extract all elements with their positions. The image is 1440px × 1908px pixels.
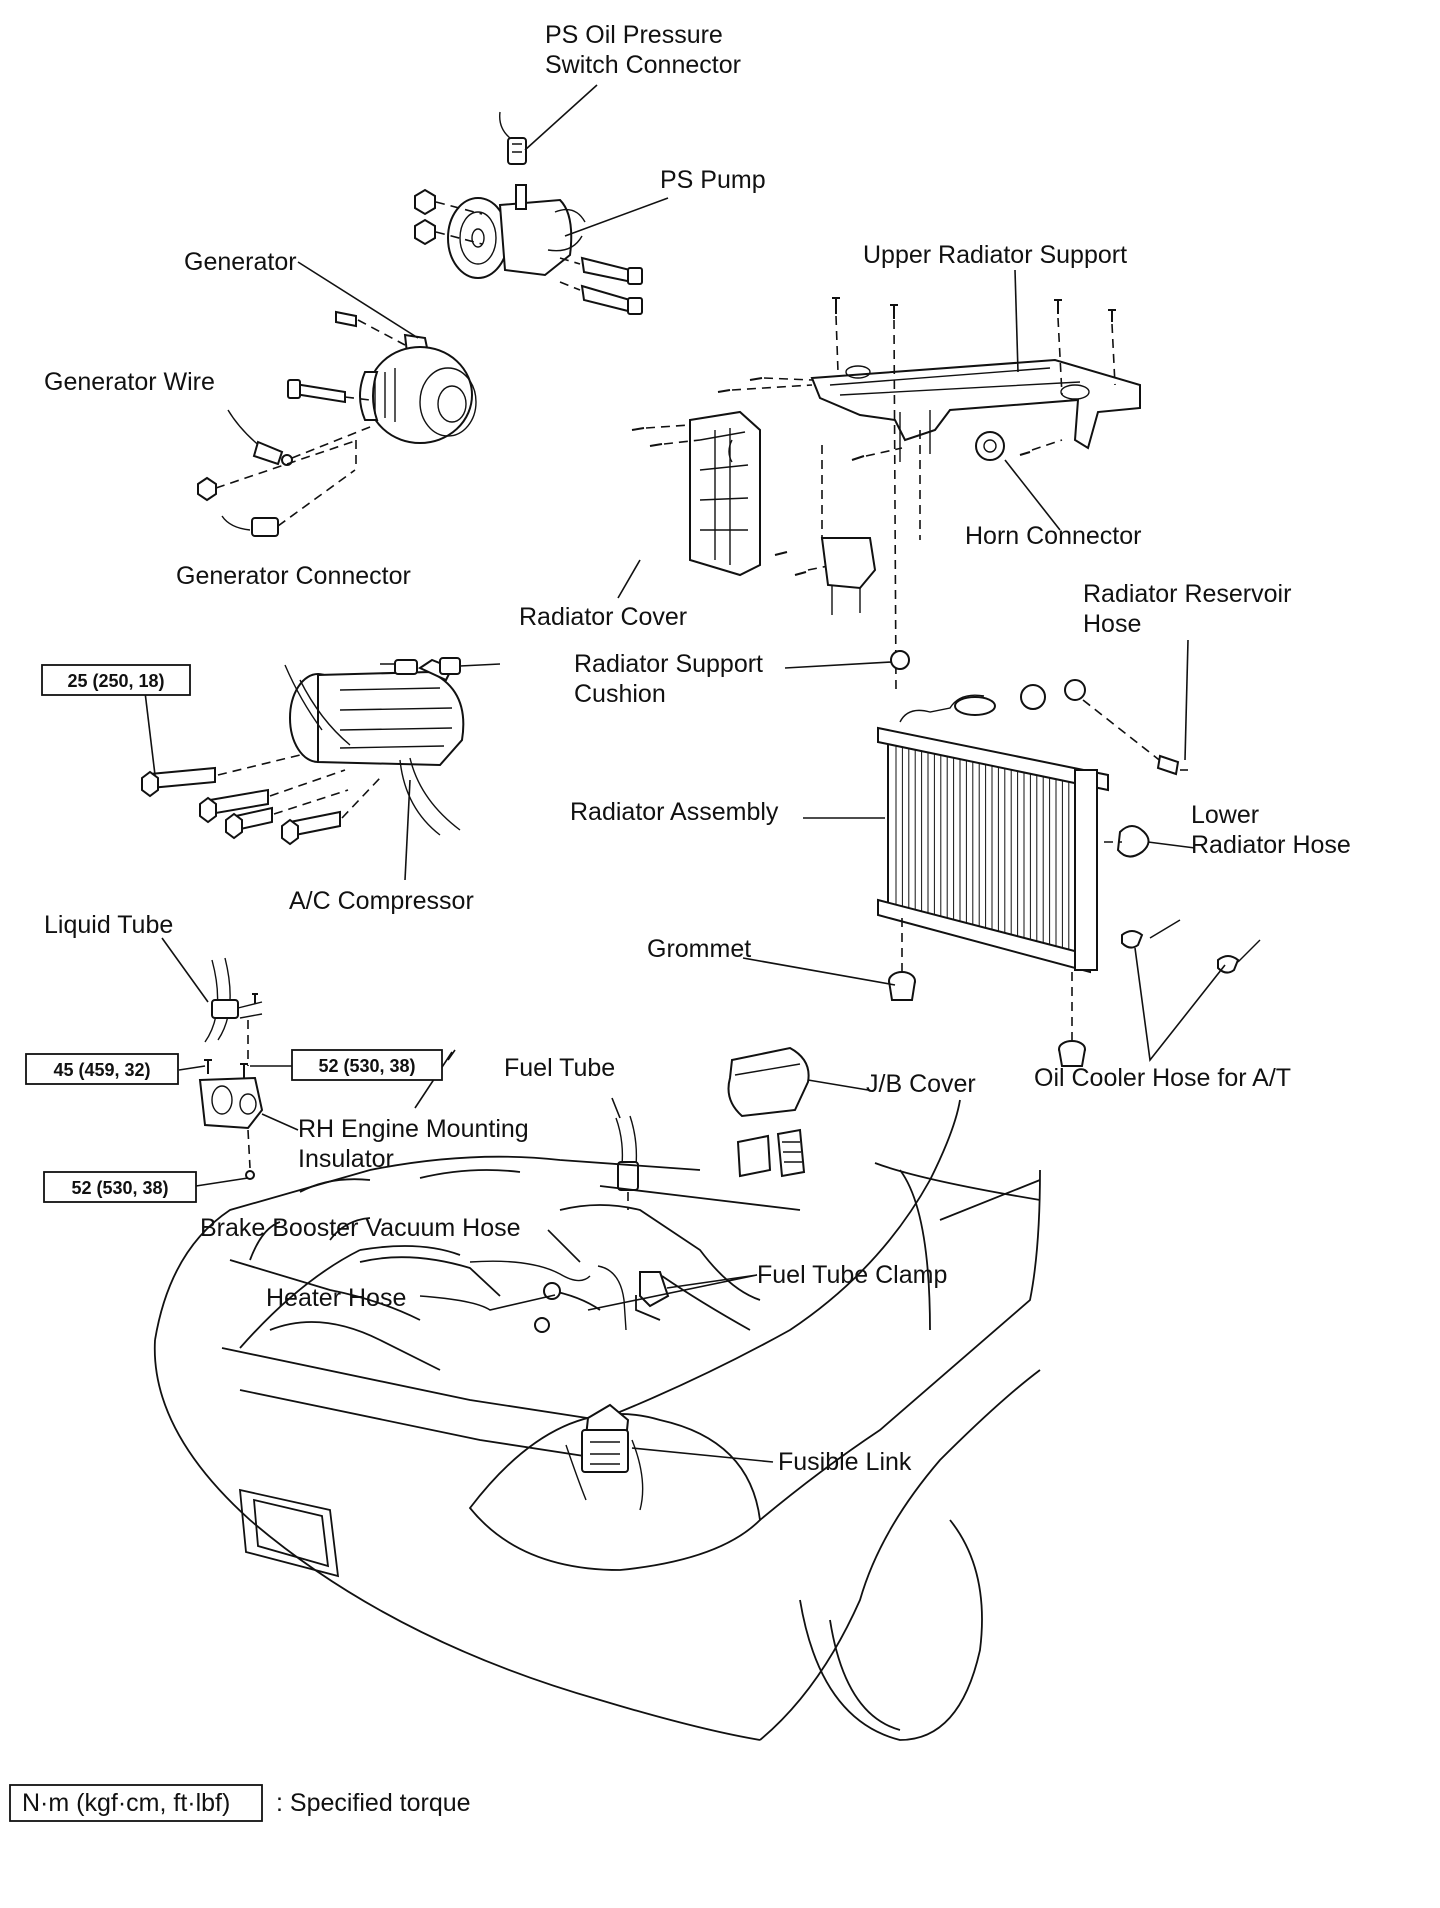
svg-text:45 (459, 32): 45 (459, 32) <box>53 1060 150 1080</box>
jb-cover-part <box>727 1046 810 1178</box>
leader-torque-45 <box>178 1065 206 1071</box>
label-radiator-reservoir-line1: Radiator Reservoir <box>1083 580 1291 608</box>
car-body-outline <box>153 1099 1041 1741</box>
legend-unit-box <box>9 1784 263 1822</box>
label-jb-cover: J/B Cover <box>866 1070 976 1098</box>
leader-radiator-cover <box>617 559 641 599</box>
leader-jb-cover <box>807 1079 869 1091</box>
label-heater-hose: Heater Hose <box>266 1284 406 1312</box>
radiator-cover-part <box>631 410 921 615</box>
torque-box-mount-45: 45 (459, 32) <box>25 1053 179 1085</box>
label-generator-wire: Generator Wire <box>44 368 215 396</box>
label-generator-connector: Generator Connector <box>176 562 411 590</box>
label-rh-mount-line1: RH Engine Mounting <box>298 1115 529 1143</box>
label-radiator-assembly: Radiator Assembly <box>570 798 779 826</box>
leader-fuel-tube <box>611 1097 621 1119</box>
leader-torque-ac <box>144 691 156 776</box>
label-brake-booster-vacuum-hose: Brake Booster Vacuum Hose <box>200 1214 521 1242</box>
leader-heater-hose <box>419 1294 556 1311</box>
svg-text:25 (250, 18): 25 (250, 18) <box>67 671 164 691</box>
ps-oil-pressure-switch-connector-part <box>499 111 527 165</box>
svg-text:52 (530, 38): 52 (530, 38) <box>318 1056 415 1076</box>
label-ps-pump: PS Pump <box>660 166 766 194</box>
ac-compressor-part <box>141 657 501 846</box>
leader-liquid-tube <box>161 937 209 1003</box>
label-radiator-support-cushion-line1: Radiator Support <box>574 650 763 678</box>
fuel-tube-part <box>615 1115 639 1210</box>
ps-pump-part <box>414 184 643 315</box>
leader-brake-booster <box>547 1229 581 1263</box>
leader-ac-compressor <box>404 779 411 881</box>
legend-description: : Specified torque <box>276 1789 471 1817</box>
label-fusible-link: Fusible Link <box>778 1448 912 1476</box>
label-lower-radiator-hose-line1: Lower <box>1191 801 1259 829</box>
leader-ps-oil-pressure-switch <box>524 84 598 151</box>
leader-upper-radiator-support <box>1014 269 1019 373</box>
label-ps-oil-pressure-line2: Switch Connector <box>545 51 741 79</box>
label-generator: Generator <box>184 248 297 276</box>
leader-horn-connector <box>1004 459 1061 531</box>
label-rh-mount-line2: Insulator <box>298 1145 394 1173</box>
label-fuel-tube-clamp: Fuel Tube Clamp <box>757 1261 947 1289</box>
label-fuel-tube: Fuel Tube <box>504 1054 615 1082</box>
generator-connector-part <box>221 469 356 537</box>
label-radiator-support-cushion-line2: Cushion <box>574 680 666 708</box>
leader-ps-pump <box>564 197 669 237</box>
leader-rh-mount-insulator <box>261 1113 299 1131</box>
upper-radiator-support-part <box>717 297 1141 691</box>
torque-box-ac-compressor: 25 (250, 18) <box>41 664 191 696</box>
svg-text:52 (530, 38): 52 (530, 38) <box>71 1178 168 1198</box>
torque-box-mount-52-bottom: 52 (530, 38) <box>43 1171 197 1203</box>
leader-generator <box>297 261 419 339</box>
radiator-assembly-part <box>877 650 1261 1067</box>
generator-part <box>287 310 477 444</box>
label-liquid-tube: Liquid Tube <box>44 911 173 939</box>
leader-radiator-reservoir-hose <box>1184 639 1189 761</box>
leader-oil-cooler-hose <box>1134 947 1226 1062</box>
leader-grommet <box>742 957 896 986</box>
label-ps-oil-pressure-line1: PS Oil Pressure <box>545 21 723 49</box>
leader-radiator-support-cushion <box>784 661 893 669</box>
torque-legend: N·m (kgf·cm, ft·lbf) : Specified torque <box>9 1784 471 1822</box>
generator-wire-part <box>197 409 376 502</box>
label-oil-cooler-hose: Oil Cooler Hose for A/T <box>1034 1064 1291 1092</box>
label-upper-radiator-support: Upper Radiator Support <box>863 241 1127 269</box>
leader-lower-radiator-hose <box>1147 841 1196 849</box>
label-lower-radiator-hose-line2: Radiator Hose <box>1191 831 1351 859</box>
leader-torque-52-bottom <box>195 1177 249 1187</box>
torque-box-mount-52-top: 52 (530, 38) <box>291 1049 443 1081</box>
liquid-tube-part <box>204 957 263 1066</box>
label-horn-connector: Horn Connector <box>965 522 1141 550</box>
label-radiator-cover: Radiator Cover <box>519 603 687 631</box>
label-radiator-reservoir-line2: Hose <box>1083 610 1141 638</box>
label-ac-compressor: A/C Compressor <box>289 887 474 915</box>
label-grommet: Grommet <box>647 935 751 963</box>
leader-fusible-link <box>631 1447 774 1463</box>
legend-unit: N·m (kgf·cm, ft·lbf) <box>22 1789 230 1817</box>
rh-engine-mounting-insulator-part <box>198 1059 264 1180</box>
leader-fuel-tube-clamp <box>587 1274 758 1311</box>
